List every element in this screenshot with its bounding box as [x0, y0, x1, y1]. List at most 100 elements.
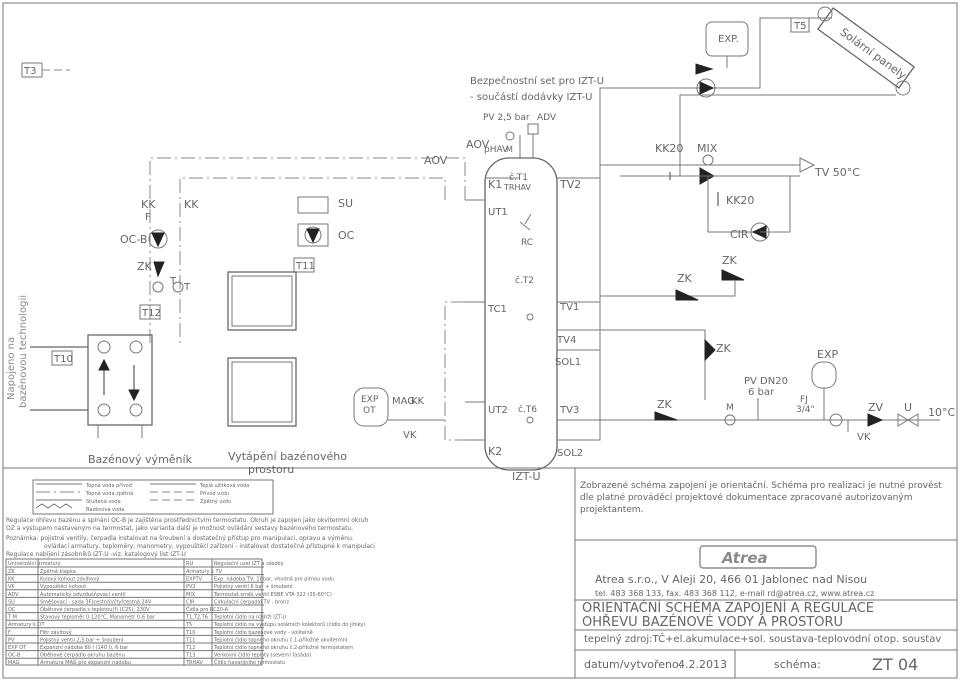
ut2-label: UT2 — [488, 405, 508, 416]
t12-label: T12 — [141, 308, 161, 319]
exp-top-label: EXP. — [718, 34, 739, 45]
scheme-label: schéma: — [774, 658, 821, 671]
napojeno-label-1: Napojeno na — [6, 337, 17, 400]
table-code-l-6: T M — [7, 615, 17, 621]
air-heater-upper — [227, 271, 297, 331]
heating-label-2: prostoru — [248, 463, 294, 476]
safety-set-label-2: - součástí dodávky IZT-U — [470, 91, 592, 103]
table-code-l-1: KK — [8, 577, 15, 583]
zk-valve-1 — [675, 289, 699, 301]
tv3-label: TV3 — [559, 405, 579, 416]
atrea-logo-text: Atrea — [721, 549, 768, 567]
warning-note-2: dle platné prováděcí projektové dokument… — [580, 492, 912, 503]
zv-label: ZV — [868, 401, 884, 414]
table-code-l-8: F — [8, 630, 11, 636]
table-desc-r-9: Teplotní čidlo topného okruhu č.1-přílož… — [213, 636, 348, 643]
regulation-heading: Regulace nabíjení zásobníků IZT-U -viz. … — [6, 551, 186, 558]
table-desc-l-1: Kulový kohout zdvihový — [40, 576, 99, 583]
solar-check-valve — [695, 63, 714, 75]
su-label: SU — [338, 197, 353, 210]
kk-exp-label: KK — [411, 396, 425, 407]
vk-right-label: VK — [857, 432, 871, 443]
m-right-label: M — [726, 403, 734, 413]
installation-note-2: ovládací armatury, teploměry, manometry,… — [44, 543, 375, 550]
tv50-label: TV 50°C — [814, 166, 860, 179]
warning-note-3: projektantem. — [580, 505, 643, 515]
table-code-l-10: EXP OT — [8, 645, 27, 651]
t11-sensor-box — [293, 257, 315, 273]
rc-label: RC — [521, 238, 533, 248]
heating-expansion-vessel — [353, 387, 389, 427]
kk20a-label: KK20 — [655, 142, 683, 155]
table-code-l-4: SU — [8, 599, 15, 605]
table-code-l-2: VK — [8, 584, 15, 590]
adv-top-label: ADV — [537, 113, 557, 123]
tc1-label: TC1 — [487, 304, 507, 315]
manometer-right — [724, 414, 736, 426]
vk-exp-label: VK — [403, 430, 417, 441]
aov2-label: AOV — [424, 154, 448, 167]
aov1-label: AOV — [466, 138, 490, 151]
date-label: datum/vytvořeno: — [584, 658, 682, 671]
zk-left-label: ZK — [137, 260, 153, 273]
table-code-r-10: T12 — [185, 645, 195, 651]
table-desc-l-3: Automatický odvzdušňovací ventil — [40, 591, 126, 598]
izt-u-tank — [484, 157, 558, 471]
t-left2-label: T — [183, 282, 191, 293]
cir-label: CIR — [730, 228, 749, 241]
table-code-r-12: TRHAV — [185, 660, 203, 666]
table-desc-r-12: Čidlo havarijního termostatu — [214, 659, 285, 666]
table-code-r-6: T1,T2,T6 — [185, 615, 208, 621]
fj-label-2: 3/4" — [796, 405, 815, 415]
solar-return-line — [679, 94, 896, 176]
title-line-2: OHŘEVU BAZÉNOVÉ VODY A PROSTORU — [582, 614, 843, 630]
regulation-note-2: OZ a výstupem nastaveným na termostat, j… — [6, 525, 353, 532]
table-desc-l-11: Oběhové čerpadlo okruhu bazénu — [40, 652, 125, 659]
table-desc-l-8: Filtr závitový — [40, 629, 72, 636]
zv-valve — [867, 413, 884, 427]
table-code-r-2: PV2 — [186, 584, 196, 590]
cold-water-temp-label: 10°C — [928, 406, 955, 419]
company-address: Atrea s.r.o., V Aleji 20, 466 01 Jablone… — [595, 573, 867, 586]
sol1-label: SOL1 — [555, 357, 581, 368]
table-code-r-3: MIX — [186, 592, 196, 598]
pv-dn20-label-2: 6 bar — [748, 387, 775, 398]
title-subtitle: tepelný zdroj:TČ+el.akumulace+sol. soust… — [584, 632, 941, 645]
k2-label: K2 — [488, 445, 502, 458]
table-code-l-7: Armatury k OT — [8, 622, 45, 628]
table-code-l-3: ADV — [8, 592, 19, 598]
scheme-value: ZT 04 — [872, 655, 918, 674]
table-desc-r-11: Venkovní čidlo teploty (severní fasáda) — [214, 652, 311, 659]
zk4-label: ZK — [657, 398, 673, 411]
table-desc-l-4: Směšovací - sada 3F(cestná)/čtyřcestná 2… — [40, 598, 152, 605]
t2-label: č.T2 — [515, 275, 534, 286]
ut1-label: UT1 — [488, 207, 508, 218]
zk-valve-3 — [704, 338, 716, 362]
kk20b-label: KK20 — [726, 194, 754, 207]
solar-connector-bottom — [895, 80, 911, 96]
t13-label: T3 — [23, 66, 36, 77]
t6-label: č.T6 — [518, 404, 537, 415]
mag-label: MAG — [392, 396, 415, 407]
fj-label-1: FJ — [800, 395, 808, 405]
table-desc-r-6: Teplotní čidlo na nádrži IZT-U — [213, 614, 287, 621]
legend-heating-supply: Topná voda přívod — [85, 482, 132, 489]
t10-sensor-box — [51, 350, 73, 366]
table-desc-r-7: Teplotní čidlo na výstupu solárních kole… — [213, 621, 365, 628]
t12-sensor-box — [139, 304, 161, 320]
table-desc-r-1: Exp. nádoba TV, 10bar, vhodná pro pitnou… — [214, 576, 334, 583]
t10-label: T10 — [53, 354, 73, 365]
table-desc-l-9: Pojistný ventil 2,5 bar + šroubení — [40, 636, 124, 643]
table-code-r-11: T13 — [185, 653, 195, 659]
table-code-r-7: T5 — [185, 622, 192, 628]
solar-pump — [696, 78, 716, 98]
safety-manometer — [505, 131, 515, 141]
table-desc-l-10: Expanzní nádoba 80 l (140 l), 6 bar — [40, 644, 129, 651]
date-value: 4.2.2013 — [678, 658, 727, 671]
table-desc-l-12: Armatura MAG pro expanzní nádobu — [40, 659, 131, 666]
exp-right-label: EXP — [817, 348, 838, 361]
zk3-label: ZK — [716, 342, 732, 355]
legend-cold-water: Studená voda — [86, 498, 121, 505]
